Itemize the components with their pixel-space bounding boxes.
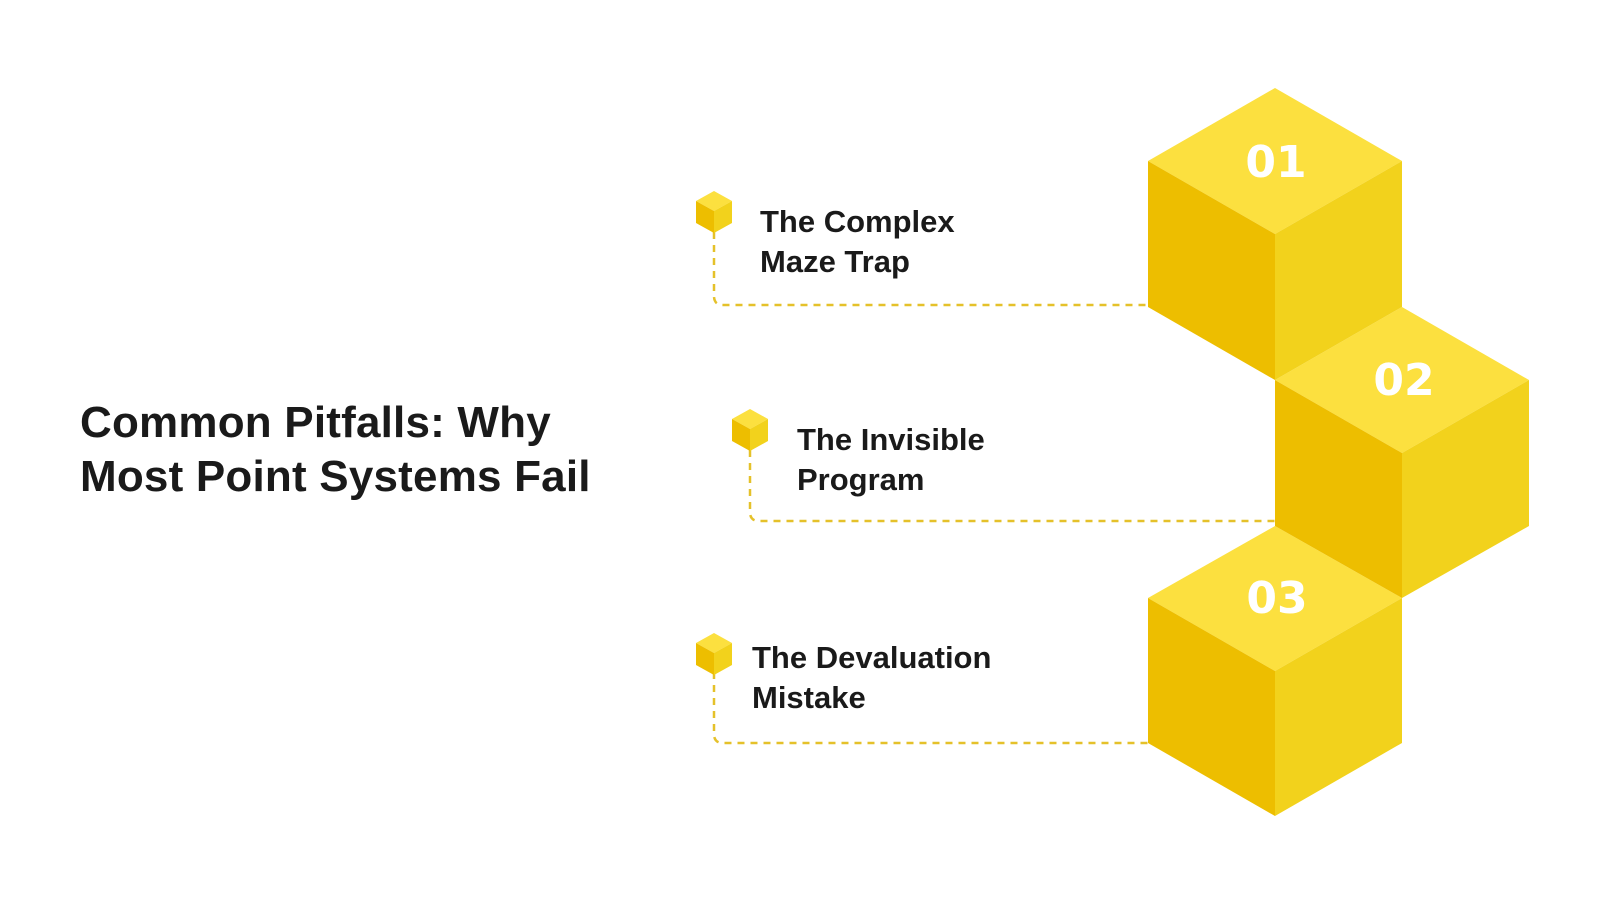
title-line-1: Common Pitfalls: Why	[80, 398, 551, 447]
item-1-line-1: The Complex	[760, 204, 955, 239]
page-title: Common Pitfalls: Why Most Point Systems …	[80, 396, 640, 504]
item-label-1: The Complex Maze Trap	[760, 202, 1060, 282]
item-2-line-2: Program	[797, 462, 925, 497]
cube-01: 01	[1148, 88, 1402, 380]
item-1-line-2: Maze Trap	[760, 244, 910, 279]
title-line-2: Most Point Systems Fail	[80, 452, 591, 501]
cube-number-02: 02	[1373, 355, 1434, 406]
cube-number-01: 01	[1245, 137, 1306, 188]
item-2-line-1: The Invisible	[797, 422, 985, 457]
item-3-line-2: Mistake	[752, 680, 866, 715]
cube-03: 03	[1148, 526, 1402, 816]
item-3-line-1: The Devaluation	[752, 640, 992, 675]
bullet-cube-icon-3	[696, 633, 732, 675]
connector-line-1	[712, 232, 1148, 307]
connector-line-3	[712, 672, 1148, 745]
item-label-3: The Devaluation Mistake	[752, 638, 1052, 718]
bullet-cube-icon-2	[732, 409, 768, 451]
item-label-2: The Invisible Program	[797, 420, 1097, 500]
bullet-cube-icon-1	[696, 191, 732, 233]
connector-line-2	[748, 450, 1275, 523]
cube-number-03: 03	[1246, 573, 1307, 624]
